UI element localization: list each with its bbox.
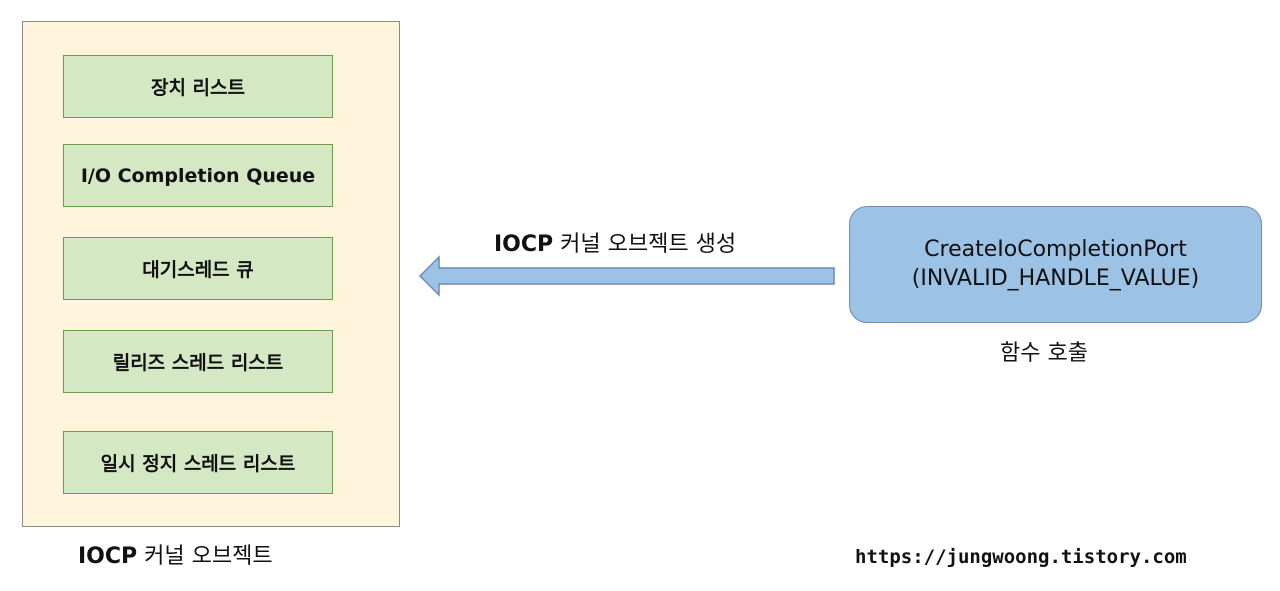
iocp-object-caption-bold: IOCP (78, 544, 138, 569)
function-call-caption: 함수 호출 (1000, 341, 1088, 366)
entry-release-thread-list: 릴리즈 스레드 리스트 (63, 330, 333, 393)
arrow-shape (418, 255, 835, 297)
left-arrow-icon (418, 255, 835, 297)
entry-device-list: 장치 리스트 (63, 55, 333, 118)
watermark-url: https://jungwoong.tistory.com (855, 546, 1187, 568)
entry-io-completion-queue: I/O Completion Queue (63, 144, 333, 207)
iocp-object-caption-rest: 커널 오브젝트 (137, 544, 273, 569)
function-argument: (INVALID_HANDLE_VALUE) (911, 265, 1200, 291)
arrow-label: IOCP 커널 오브젝트 생성 (494, 226, 736, 258)
entry-waiting-thread-queue: 대기스레드 큐 (63, 237, 333, 300)
iocp-object-caption: IOCP 커널 오브젝트 (78, 538, 273, 570)
function-call-box: CreateIoCompletionPort (INVALID_HANDLE_V… (849, 206, 1262, 323)
iocp-kernel-object-box: 장치 리스트 I/O Completion Queue 대기스레드 큐 릴리즈 … (22, 21, 400, 527)
function-name: CreateIoCompletionPort (924, 236, 1187, 262)
arrow-label-rest: 커널 오브젝트 생성 (553, 232, 737, 257)
entry-paused-thread-list: 일시 정지 스레드 리스트 (63, 431, 333, 494)
arrow-label-bold: IOCP (494, 232, 554, 257)
